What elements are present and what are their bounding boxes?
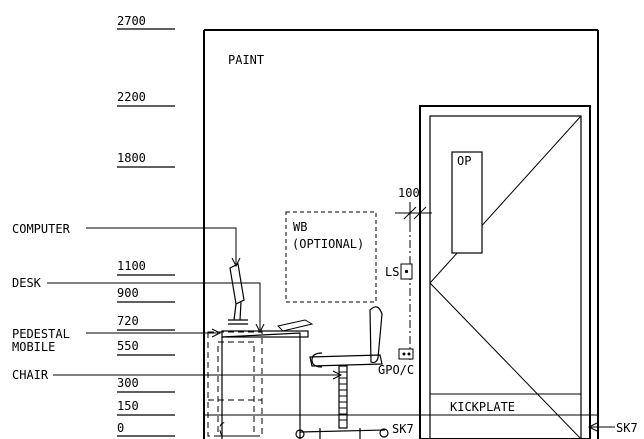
gpo-icon	[398, 348, 414, 360]
level-2200: 2200	[117, 90, 146, 104]
paint-label: PAINT	[228, 53, 264, 67]
gpo-label: GPO/C	[378, 363, 414, 377]
sk7-right-label: SK7	[616, 421, 638, 435]
level-720: 720	[117, 314, 139, 328]
wall-outline	[203, 29, 599, 439]
chair	[295, 306, 389, 439]
op-label: OP	[457, 154, 471, 168]
whiteboard-optional	[285, 211, 377, 303]
level-300: 300	[117, 376, 139, 390]
callout-pedestal: PEDESTAL MOBILE	[12, 327, 222, 354]
callout-chair: CHAIR	[12, 368, 343, 382]
dimension-text: 100	[398, 186, 420, 200]
light-switch-dot	[404, 269, 409, 274]
mobile-label: MOBILE	[12, 340, 55, 354]
door-frame	[419, 105, 591, 439]
level-0: 0	[117, 421, 124, 435]
level-1100: 1100	[117, 259, 146, 273]
wb-label: WB	[293, 220, 307, 234]
level-scale: 2700 2200 1800 1100 900 720 550 300 150 …	[117, 14, 175, 437]
sk7-floor-label: SK7	[392, 422, 414, 436]
pedestal-mobile	[207, 331, 263, 437]
computer-label: COMPUTER	[12, 222, 71, 236]
desk	[221, 319, 314, 439]
level-150: 150	[117, 399, 139, 413]
ls-label: LS	[385, 265, 399, 279]
callout-desk: DESK	[12, 276, 265, 334]
kickplate-label: KICKPLATE	[450, 400, 515, 414]
dimension-100: 100	[395, 186, 432, 224]
wb-optional-label: (OPTIONAL)	[292, 237, 364, 251]
level-2700: 2700	[117, 14, 146, 28]
door-swing-upper	[429, 115, 582, 284]
door-swing-lower	[429, 282, 582, 439]
callout-computer: COMPUTER	[12, 222, 241, 268]
level-900: 900	[117, 286, 139, 300]
door: KICKPLATE	[419, 105, 591, 439]
computer	[228, 263, 248, 325]
callout-sk7: SK7	[587, 421, 638, 435]
pedestal-label: PEDESTAL	[12, 327, 70, 341]
door-leaf	[429, 115, 582, 439]
level-550: 550	[117, 339, 139, 353]
desk-label: DESK	[12, 276, 42, 290]
level-1800: 1800	[117, 151, 146, 165]
chair-label: CHAIR	[12, 368, 49, 382]
vision-panel	[451, 151, 483, 254]
